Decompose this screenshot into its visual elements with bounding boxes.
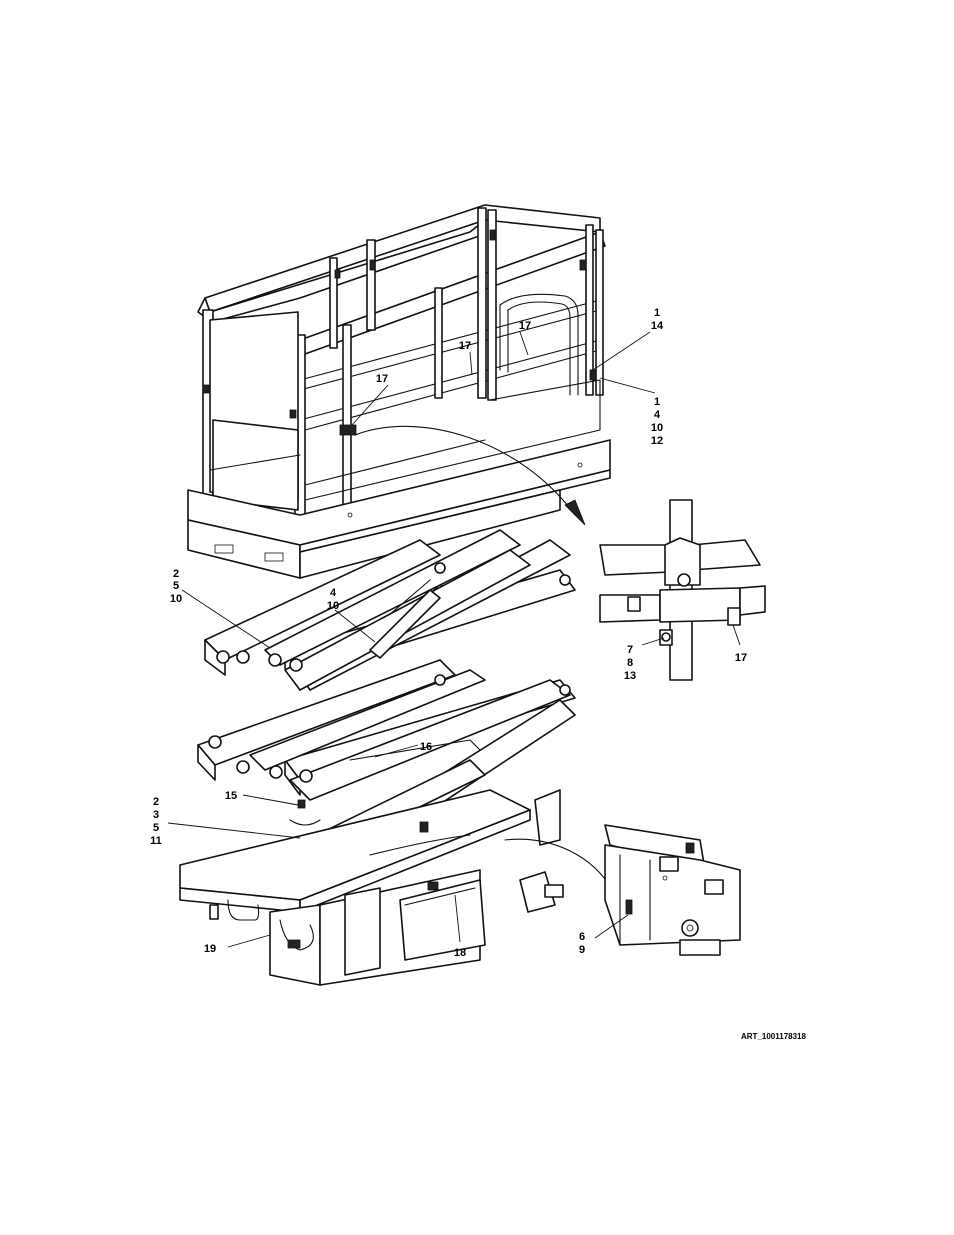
detail-arrow-upper (354, 425, 576, 516)
callout-1-14-line2: 14 (651, 320, 664, 332)
detail-view-gate-latch (599, 499, 766, 681)
callout-7-8-13-line1: 7 (627, 644, 633, 656)
callout-17-post: 17 (376, 373, 388, 385)
platform-guardrail (187, 204, 611, 579)
callout-15: 15 (225, 790, 237, 802)
callout-1-4-10-12-line1: 1 (654, 396, 660, 408)
callout-1-4-10-12-line4: 12 (651, 435, 663, 447)
callout-2-3-5-11-line4: 11 (150, 835, 162, 847)
callout-17-midrail: 17 (459, 340, 471, 352)
detail-arrowhead-upper (564, 499, 586, 526)
callout-4-10-line2: 10 (327, 600, 339, 612)
scissor-stack (197, 529, 576, 896)
leader-lines (167, 331, 741, 948)
callout-1-4-10-12-line3: 10 (651, 422, 663, 434)
callout-2-5-10-line1: 2 (173, 568, 179, 580)
art-id-label: ART_1001178318 (741, 1032, 806, 1041)
callout-2-3-5-11-line3: 5 (153, 822, 159, 834)
callout-6-9-line2: 9 (579, 944, 585, 956)
callout-7-8-13-line3: 13 (624, 670, 636, 682)
chassis (179, 789, 564, 986)
callout-19: 19 (204, 943, 216, 955)
callout-2-3-5-11-line2: 3 (153, 809, 159, 821)
callout-6-9-line1: 6 (579, 931, 585, 943)
callout-1-4-10-12-line2: 4 (654, 409, 661, 421)
callout-1-14-line1: 1 (654, 307, 660, 319)
callout-2-3-5-11-line1: 2 (153, 796, 159, 808)
callout-7-8-13-line2: 8 (627, 657, 633, 669)
detail-view-chassis-bracket (604, 824, 741, 956)
callout-2-5-10-line3: 10 (170, 593, 182, 605)
callout-18: 18 (454, 947, 466, 959)
callout-labels: 1 14 1 4 10 12 17 17 17 2 5 10 4 10 7 8 … (150, 307, 806, 1041)
callout-4-10-line1: 4 (330, 587, 337, 599)
callout-17-gate: 17 (519, 320, 531, 332)
callout-16: 16 (420, 741, 432, 753)
callout-17-detail: 17 (735, 652, 747, 664)
callout-2-5-10-line2: 5 (173, 580, 179, 592)
